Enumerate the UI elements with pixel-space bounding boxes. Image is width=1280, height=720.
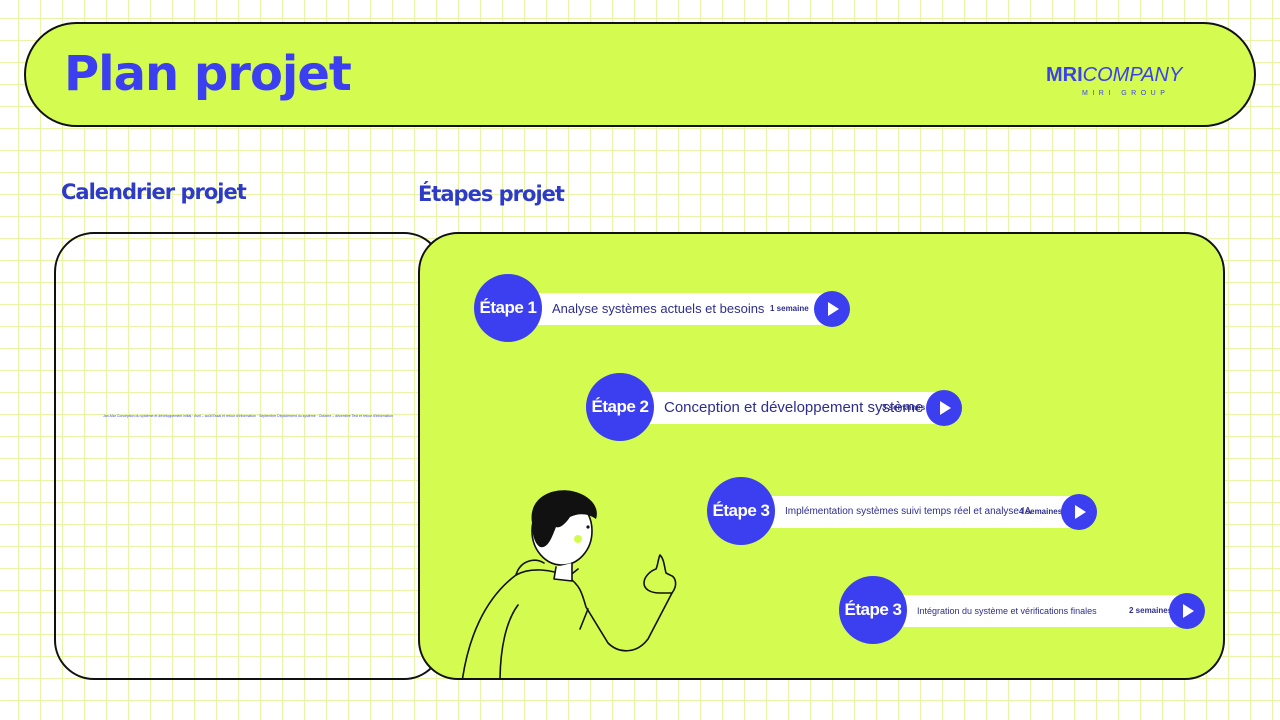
step-3-duration: 4 semaines (1019, 507, 1063, 516)
step-1-play-button[interactable] (814, 291, 850, 327)
person-pointing-illustration (461, 490, 677, 678)
calendar-heading: Calendrier projet (61, 180, 247, 204)
play-icon (1075, 505, 1086, 519)
logo-company-text: COMPANY (1082, 64, 1183, 86)
step-3-play-button[interactable] (1061, 494, 1097, 530)
step-3-badge: Étape 3 (707, 477, 775, 545)
step-4: Étape 3 Intégration du système et vérifi… (839, 576, 1209, 646)
calendar-panel: Jan-Mar Conception du système et dévelop… (54, 232, 444, 680)
step-1-description: Analyse systèmes actuels et besoins (552, 301, 765, 316)
logo-subtitle: MIRI GROUP (1082, 90, 1170, 97)
step-1-duration: 1 semaine (770, 304, 809, 313)
step-4-duration: 2 semaines (1129, 606, 1173, 615)
step-2-badge: Étape 2 (586, 373, 654, 441)
logo-main-text: MRI (1046, 64, 1083, 86)
step-3-description: Implémentation systèmes suivi temps réel… (785, 506, 1032, 517)
step-4-description: Intégration du système et vérifications … (917, 606, 1097, 616)
steps-panel: Étape 1 Analyse systèmes actuels et beso… (418, 232, 1225, 680)
play-icon (828, 302, 839, 316)
page-title: Plan projet (64, 46, 352, 102)
step-4-play-button[interactable] (1169, 593, 1205, 629)
step-1-badge: Étape 1 (474, 274, 542, 342)
step-3-bar: Implémentation systèmes suivi temps réel… (763, 496, 1073, 528)
step-2-play-button[interactable] (926, 390, 962, 426)
step-1: Étape 1 Analyse systèmes actuels et beso… (474, 274, 852, 344)
header-banner: Plan projet MRICOMPANY MIRI GROUP (24, 22, 1256, 127)
steps-heading: Étapes projet (418, 182, 565, 206)
company-logo: MRICOMPANY MIRI GROUP (1046, 62, 1211, 102)
calendar-text: Jan-Mar Conception du système et dévelop… (103, 414, 393, 418)
play-icon (940, 401, 951, 415)
step-4-badge: Étape 3 (839, 576, 907, 644)
step-2-bar: Conception et développement système 3 se… (642, 392, 938, 424)
step-4-bar: Intégration du système et vérifications … (895, 595, 1183, 627)
step-1-bar: Analyse systèmes actuels et besoins 1 se… (530, 293, 826, 325)
step-2: Étape 2 Conception et développement syst… (586, 373, 964, 443)
step-2-description: Conception et développement système (664, 399, 924, 416)
step-3: Étape 3 Implémentation systèmes suivi te… (707, 477, 1100, 547)
step-2-duration: 3 semaines (882, 403, 926, 412)
play-icon (1183, 604, 1194, 618)
